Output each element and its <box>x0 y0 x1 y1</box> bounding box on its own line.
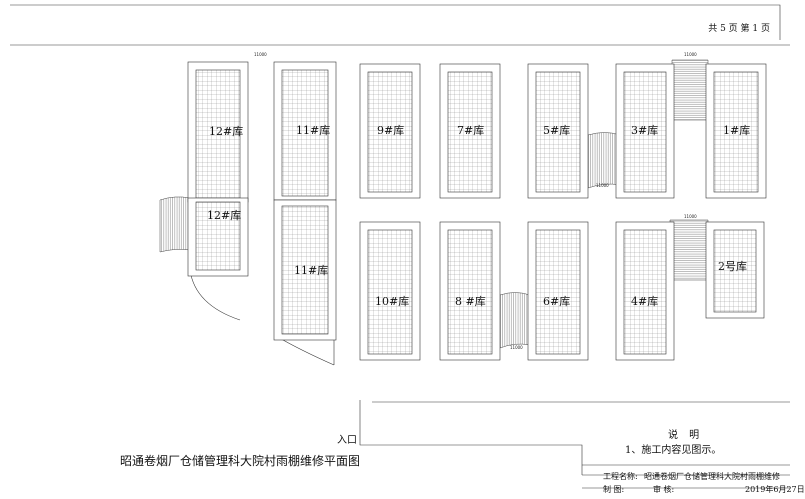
dim-label: 11000 <box>596 183 609 188</box>
warehouse-label: 9#库 <box>377 124 404 137</box>
warehouse-label: 4#库 <box>631 295 658 308</box>
dim-label: 11000 <box>684 52 697 57</box>
warehouse-label: 11#库 <box>296 124 330 137</box>
warehouse-label: 1#库 <box>723 124 750 137</box>
canopy-8-6 <box>499 292 531 349</box>
title-block-review-label: 审 核: <box>653 485 675 494</box>
warehouse-9: 9#库 <box>359 63 421 199</box>
site-boundary <box>10 4 790 489</box>
warehouse-8: 8 #库 <box>439 221 501 361</box>
warehouse-label: 11#库 <box>294 264 328 277</box>
canopy-12 <box>159 196 191 253</box>
warehouse-label: 7#库 <box>457 124 484 137</box>
warehouses: 12#库 12#库 11#库 11#库 9#库 7#库 <box>187 61 767 361</box>
dim-label: 11000 <box>510 345 523 350</box>
warehouse-label: 12#库 <box>207 209 241 222</box>
dimension-labels: 11000 11000 11000 11000 11000 <box>254 52 697 350</box>
warehouse-11-north: 11#库 <box>273 61 337 201</box>
warehouse-label: 8 #库 <box>455 295 486 308</box>
warehouse-label: 2号库 <box>718 260 747 273</box>
warehouse-10: 10#库 <box>359 221 421 361</box>
drawing-title: 昭通卷烟厂仓储管理科大院村雨棚维修平面图 <box>120 454 361 468</box>
title-block-project-label: 工程名称: <box>603 472 638 481</box>
canopy-4-2 <box>669 219 709 281</box>
page-info: 共 5 页 第 1 页 <box>708 24 770 34</box>
notes-title: 说 明 <box>668 430 704 441</box>
warehouse-12-south: 12#库 <box>187 197 249 277</box>
warehouse-5: 5#库 <box>527 63 589 199</box>
warehouse-label: 6#库 <box>543 295 570 308</box>
warehouse-6: 6#库 <box>527 221 589 361</box>
warehouse-1: 1#库 <box>705 63 767 199</box>
warehouse-label: 3#库 <box>631 124 658 137</box>
warehouse-label: 5#库 <box>543 124 570 137</box>
canopy-3-1-top <box>671 59 709 121</box>
warehouse-3: 3#库 <box>615 63 675 199</box>
dim-label: 11000 <box>254 52 267 57</box>
warehouse-label: 12#库 <box>209 125 243 138</box>
warehouse-12-north: 12#库 <box>187 61 249 203</box>
warehouse-7: 7#库 <box>439 63 501 199</box>
title-block-drawn-label: 制 图: <box>603 485 625 494</box>
warehouse-4: 4#库 <box>615 221 675 361</box>
canopy-5-3 <box>587 132 621 189</box>
title-block-project: 昭通卷烟厂仓储管理科大院村雨棚维修 <box>644 472 780 481</box>
warehouse-2: 2号库 <box>705 221 765 319</box>
warehouse-label: 10#库 <box>375 295 409 308</box>
notes-item: 1、施工内容见图示。 <box>625 445 722 456</box>
dim-label: 11000 <box>684 214 697 219</box>
warehouse-11-south: 11#库 <box>273 199 337 341</box>
entrance-label: 入口 <box>337 435 357 446</box>
title-block-date: 2019年6月27日 <box>745 485 805 494</box>
